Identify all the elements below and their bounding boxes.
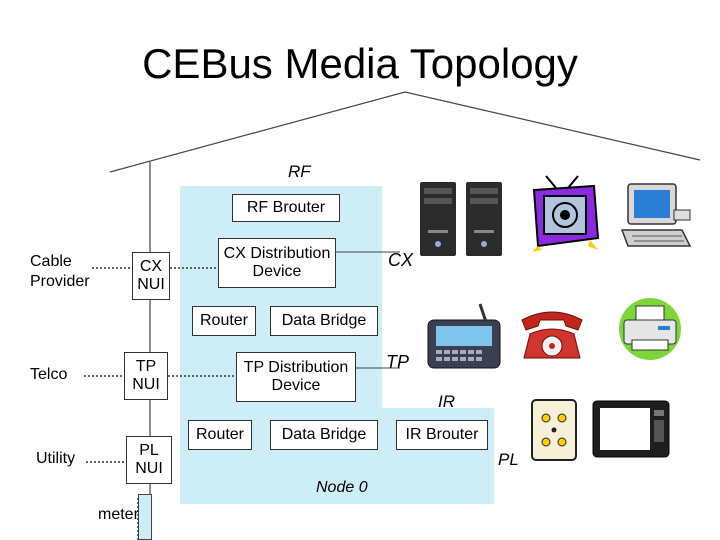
pl-label: PL [498, 450, 519, 469]
fax-printer-icon [619, 298, 681, 360]
power-outlet-icon [531, 399, 577, 461]
pl-nui-box: PL NUI [126, 436, 172, 484]
rf-label: RF [288, 162, 311, 181]
router-top-box: Router [192, 306, 256, 336]
microwave-icon [592, 400, 670, 458]
rf-brouter-label: RF Brouter [246, 199, 326, 216]
tp-nui-box: TP NUI [124, 352, 168, 400]
desktop-pc-icon [620, 183, 692, 247]
cx-nui-box: CX NUI [132, 252, 170, 300]
tp-label: TP [386, 352, 410, 372]
meter-box [138, 494, 152, 540]
utility-label: Utility [36, 450, 76, 467]
ir-brouter-label: IR Brouter [405, 426, 479, 443]
data-bridge-bottom-box: Data Bridge [270, 420, 378, 450]
cable-provider-label: Cable Provider [30, 253, 90, 290]
ir-brouter-box: IR Brouter [396, 420, 488, 450]
pl-nui-label: PL NUI [135, 442, 163, 477]
tp-distribution-label: TP Distribution Device [243, 359, 349, 394]
meter-label: meter [98, 506, 139, 523]
tower-computer-2-icon [466, 182, 502, 256]
house-roof [109, 91, 701, 173]
telephone-icon [521, 311, 583, 359]
tp-nui-label: TP NUI [132, 358, 160, 393]
television-icon [532, 175, 600, 252]
data-bridge-bottom-label: Data Bridge [281, 426, 367, 443]
tp-distribution-box: TP Distribution Device [236, 352, 356, 402]
router-bottom-label: Router [195, 426, 245, 443]
data-bridge-top-label: Data Bridge [281, 312, 367, 329]
page-title: CEBus Media Topology [142, 40, 578, 87]
node-label: Node 0 [316, 479, 368, 496]
cx-distribution-box: CX Distribution Device [218, 238, 336, 288]
rf-brouter-box: RF Brouter [232, 194, 340, 222]
ir-label: IR [438, 392, 455, 411]
pda-icon [427, 303, 501, 369]
telco-label: Telco [30, 366, 68, 383]
cx-label: CX [388, 250, 414, 270]
tower-computer-1-icon [420, 182, 456, 256]
cx-nui-label: CX NUI [137, 258, 165, 293]
data-bridge-top-box: Data Bridge [270, 306, 378, 336]
cx-distribution-label: CX Distribution Device [223, 245, 331, 280]
router-top-label: Router [199, 312, 249, 329]
router-bottom-box: Router [188, 420, 252, 450]
